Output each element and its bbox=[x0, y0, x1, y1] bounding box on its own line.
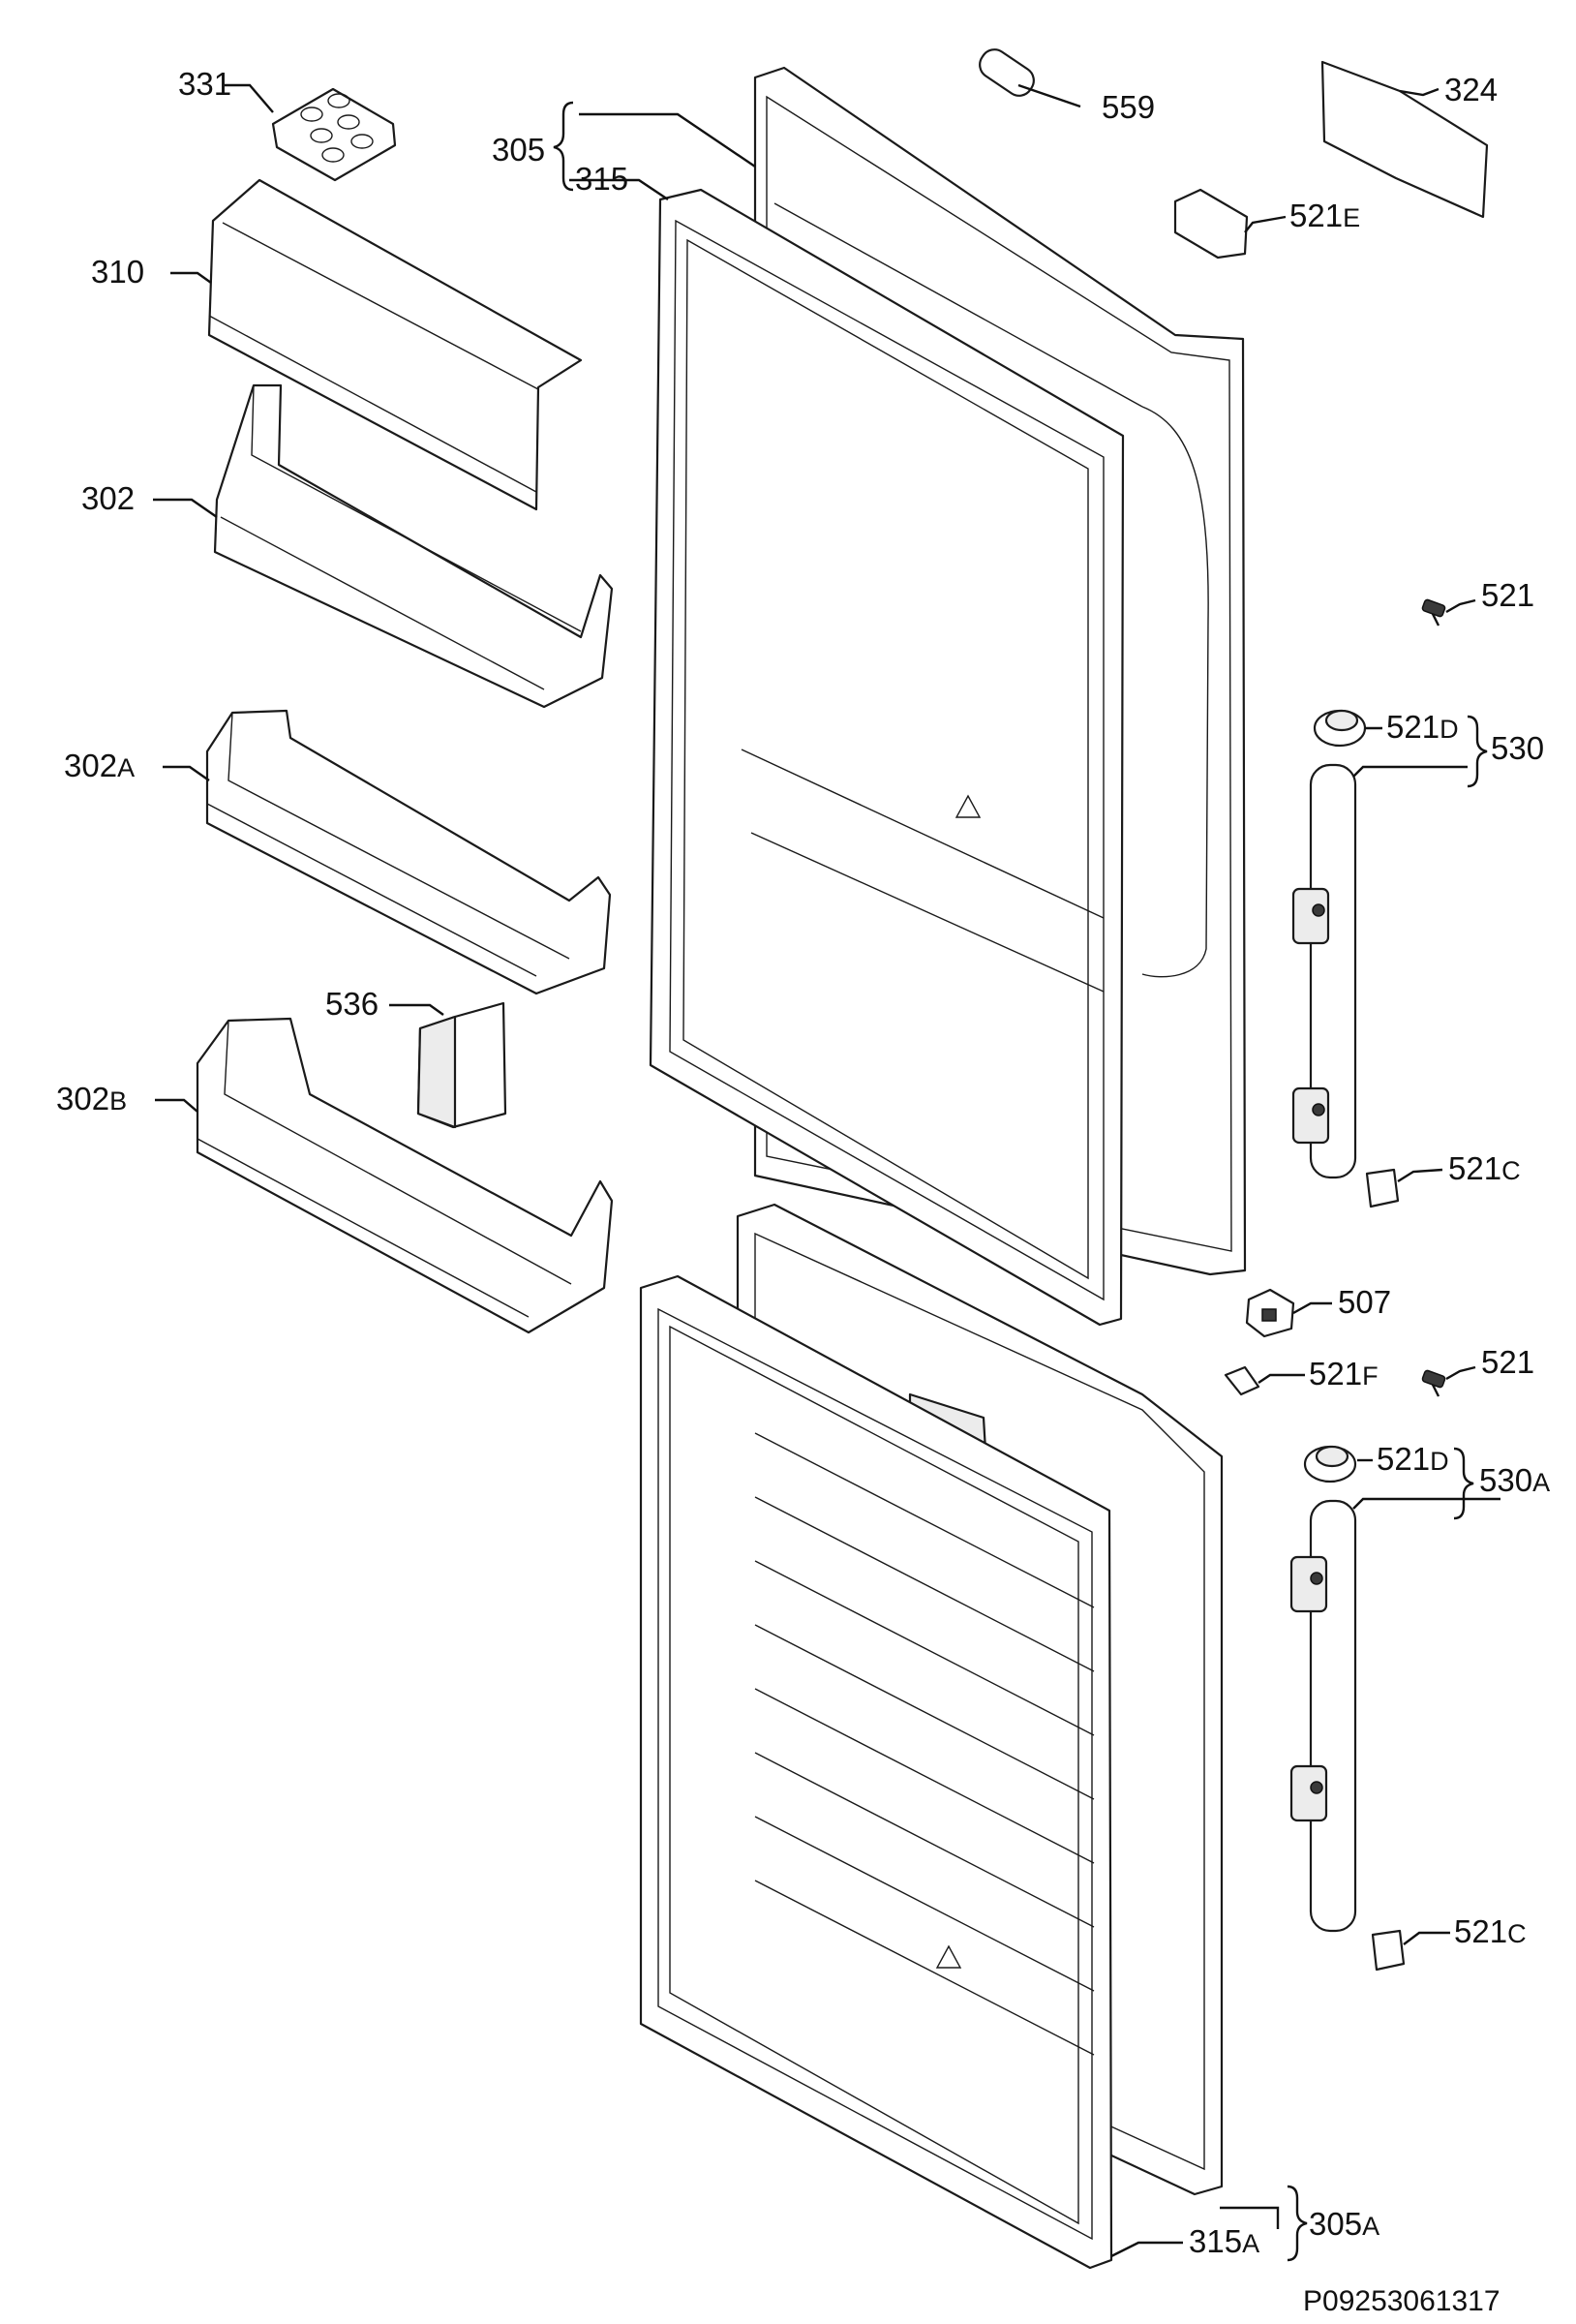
label-507: 507 bbox=[1338, 1284, 1391, 1320]
label-305a-number: 305 bbox=[1309, 2206, 1362, 2242]
label-305a: 305A bbox=[1309, 2206, 1379, 2242]
trim-clip-c-bottom-part bbox=[1371, 1929, 1406, 1972]
grouping-braces bbox=[553, 101, 1488, 2262]
label-302b-number: 302 bbox=[56, 1081, 109, 1116]
label-521d-bottom: 521D bbox=[1377, 1441, 1449, 1477]
label-521d-top-number: 521 bbox=[1386, 709, 1440, 745]
handle-end-cap-bottom-part bbox=[1303, 1445, 1357, 1483]
label-521-bottom: 521 bbox=[1481, 1344, 1534, 1380]
label-521f-number: 521 bbox=[1309, 1356, 1362, 1391]
upper-door-handle-part bbox=[1291, 763, 1357, 1179]
screw-top-part bbox=[1421, 598, 1446, 627]
label-324: 324 bbox=[1444, 72, 1498, 107]
handle-end-cap-top-part bbox=[1313, 709, 1367, 748]
label-302a-suffix: A bbox=[117, 753, 135, 782]
lower-door-handle-part bbox=[1289, 1499, 1357, 1933]
label-315: 315 bbox=[575, 161, 628, 197]
label-302: 302 bbox=[81, 480, 135, 516]
label-521c-bottom: 521C bbox=[1454, 1913, 1527, 1949]
label-530a: 530A bbox=[1479, 1462, 1550, 1498]
label-331: 331 bbox=[178, 66, 231, 102]
label-536: 536 bbox=[325, 986, 379, 1022]
label-521c-top-suffix: C bbox=[1501, 1156, 1521, 1185]
door-shelf-part bbox=[213, 383, 614, 709]
recycle-symbol-upper bbox=[955, 794, 982, 818]
label-302b-suffix: B bbox=[109, 1086, 127, 1116]
recycle-symbol-lower bbox=[935, 1944, 962, 1969]
label-310: 310 bbox=[91, 254, 144, 290]
label-521d-bottom-suffix: D bbox=[1430, 1447, 1449, 1476]
door-shelf-a-part bbox=[205, 709, 612, 995]
door-shelf-b-part bbox=[196, 1017, 614, 1334]
label-521c-top-number: 521 bbox=[1448, 1150, 1501, 1186]
label-530: 530 bbox=[1491, 730, 1544, 766]
label-315a-suffix: A bbox=[1242, 2229, 1259, 2258]
label-315a-number: 315 bbox=[1189, 2223, 1242, 2259]
door-pin-part bbox=[979, 48, 1035, 97]
shelf-clip-part bbox=[416, 1001, 507, 1129]
label-521d-bottom-number: 521 bbox=[1377, 1441, 1430, 1477]
label-521e-suffix: E bbox=[1343, 203, 1360, 232]
label-305a-suffix: A bbox=[1362, 2212, 1379, 2241]
label-521e: 521E bbox=[1289, 198, 1360, 233]
document-id: P09253061317 bbox=[1303, 2285, 1500, 2317]
label-521f: 521F bbox=[1309, 1356, 1379, 1391]
label-302b: 302B bbox=[56, 1081, 127, 1116]
screw-bottom-part bbox=[1421, 1369, 1446, 1397]
label-530a-number: 530 bbox=[1479, 1462, 1532, 1498]
label-302a: 302A bbox=[64, 748, 135, 783]
trim-clip-c-top-part bbox=[1365, 1168, 1400, 1208]
label-521c-bottom-number: 521 bbox=[1454, 1913, 1507, 1949]
label-305: 305 bbox=[492, 132, 545, 168]
label-521-top: 521 bbox=[1481, 577, 1534, 613]
label-521e-number: 521 bbox=[1289, 198, 1343, 233]
lower-door-gasket-part bbox=[639, 1274, 1113, 2270]
label-521c-top: 521C bbox=[1448, 1150, 1521, 1186]
egg-tray-part bbox=[271, 87, 397, 182]
label-530a-suffix: A bbox=[1532, 1468, 1550, 1497]
label-315a: 315A bbox=[1189, 2223, 1259, 2259]
hinge-clip-f-part bbox=[1224, 1365, 1260, 1396]
label-521f-suffix: F bbox=[1362, 1361, 1379, 1391]
hinge-cap-e-part bbox=[1173, 188, 1249, 260]
shelf-lid-part bbox=[207, 178, 583, 511]
leader-lines bbox=[153, 83, 1500, 2258]
label-521d-top: 521D bbox=[1386, 709, 1459, 745]
upper-door-gasket-part bbox=[649, 188, 1125, 1327]
part-labels: 331 305 315 559 324 521E 310 302 521 521… bbox=[56, 66, 1550, 2317]
label-559: 559 bbox=[1102, 89, 1155, 125]
label-302a-number: 302 bbox=[64, 748, 117, 783]
label-521c-bottom-suffix: C bbox=[1507, 1919, 1527, 1948]
label-521d-top-suffix: D bbox=[1440, 715, 1459, 744]
door-stopper-part bbox=[1245, 1288, 1295, 1338]
